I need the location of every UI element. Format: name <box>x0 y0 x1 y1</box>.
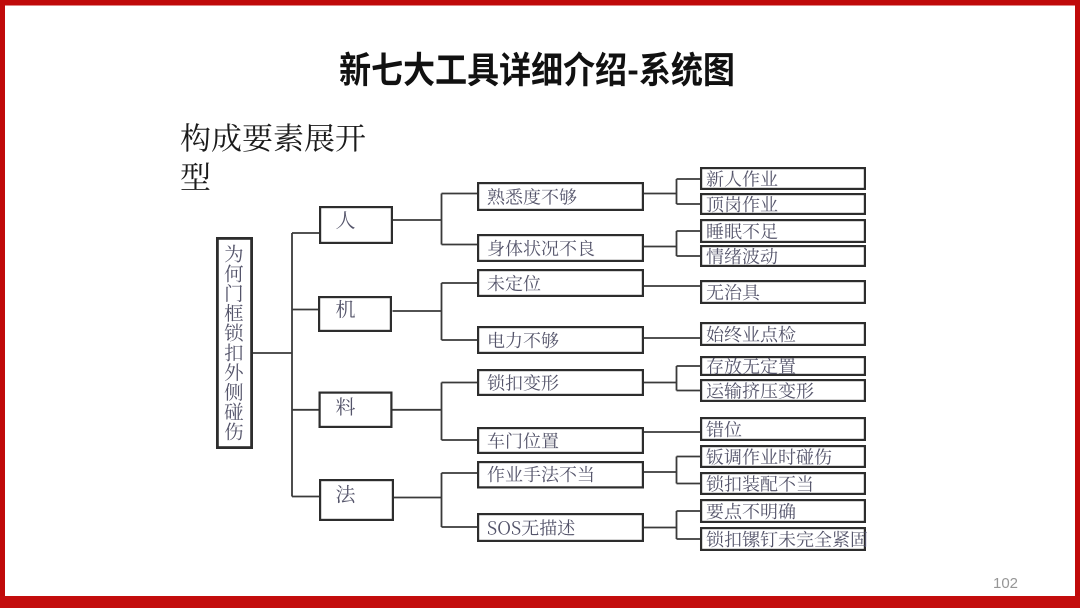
svg-text:102: 102 <box>993 575 1018 592</box>
